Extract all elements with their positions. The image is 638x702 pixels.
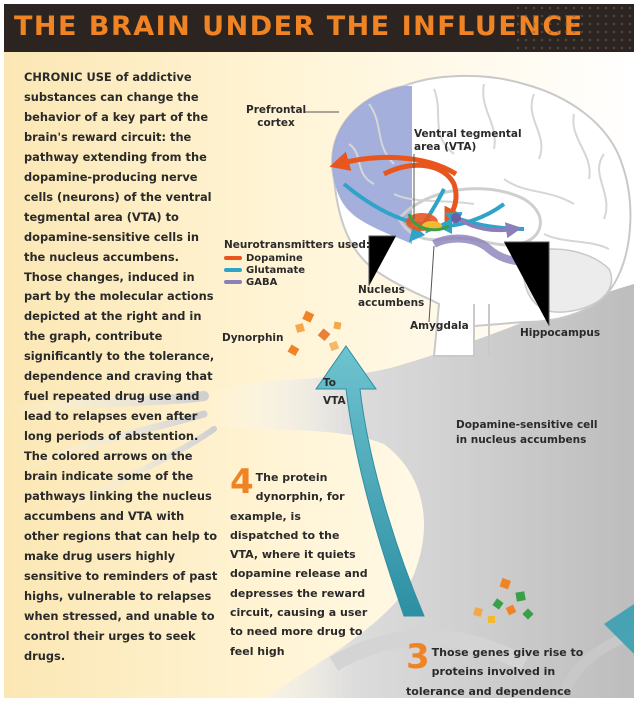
neurotransmitter-legend: Neurotransmitters used: Dopamine Glutama… bbox=[224, 238, 370, 288]
prefrontal-cortex-region bbox=[332, 86, 412, 244]
step-4-text: The protein dynorphin, for example, is d… bbox=[230, 471, 368, 658]
vta-line2: area (VTA) bbox=[414, 141, 477, 153]
prefrontal-line1: Prefrontal bbox=[246, 104, 307, 116]
brain-illustration bbox=[304, 75, 632, 357]
legend-label: Glutamate bbox=[246, 264, 306, 276]
step-4-callout: 4 The protein dynorphin, for example, is… bbox=[230, 462, 368, 659]
vta-line1: Ventral tegmental bbox=[414, 128, 522, 140]
legend-item-dopamine: Dopamine bbox=[224, 252, 370, 264]
protein-particles bbox=[473, 577, 534, 623]
legend-item-glutamate: Glutamate bbox=[224, 264, 370, 276]
neuron-cell bbox=[4, 284, 634, 698]
amygdala-pointer bbox=[428, 245, 435, 323]
title-bar: THE BRAIN UNDER THE INFLUENCE bbox=[4, 4, 634, 52]
nucleus-accumbens-label: Nucleus accumbens bbox=[358, 284, 424, 310]
legend-item-gaba: GABA bbox=[224, 276, 370, 288]
step-3-number: 3 bbox=[406, 637, 430, 677]
gaba-swatch bbox=[224, 280, 242, 284]
step-3-callout: 3 Those genes give rise to proteins invo… bbox=[406, 637, 586, 698]
incoming-arrow bbox=[604, 604, 634, 654]
nucleus-line2: accumbens bbox=[358, 297, 425, 309]
to-vta-arrow bbox=[315, 345, 425, 617]
amygdala-label: Amygdala bbox=[410, 320, 469, 332]
legend-label: Dopamine bbox=[246, 252, 303, 264]
step-4-number: 4 bbox=[230, 462, 254, 502]
prefrontal-cortex-label: Prefrontal cortex bbox=[246, 104, 306, 130]
legend-title: Neurotransmitters used: bbox=[224, 239, 371, 251]
page-title: THE BRAIN UNDER THE INFLUENCE bbox=[14, 11, 584, 42]
infographic-page: THE BRAIN UNDER THE INFLUENCE bbox=[4, 4, 634, 698]
dynorphin-label: Dynorphin bbox=[222, 332, 284, 344]
nucleus-pointer bbox=[368, 235, 396, 286]
illustration bbox=[4, 75, 634, 698]
step-3-text: Those genes give rise to proteins involv… bbox=[406, 646, 584, 698]
dynorphin-particles bbox=[287, 310, 342, 356]
to-vta-line2: VTA bbox=[323, 395, 346, 407]
nucleus-line1: Nucleus bbox=[358, 284, 405, 296]
glutamate-swatch bbox=[224, 268, 242, 272]
hippocampus-label: Hippocampus bbox=[520, 327, 601, 339]
to-vta-label: To VTA bbox=[323, 374, 346, 410]
prefrontal-line2: cortex bbox=[257, 117, 295, 129]
legend-label: GABA bbox=[246, 276, 278, 288]
intro-paragraph: CHRONIC USE of addictive substances can … bbox=[24, 70, 218, 663]
hippocampus-pointer bbox=[504, 241, 550, 326]
dopamine-cell-line2: in nucleus accumbens bbox=[456, 434, 587, 446]
vta-label: Ventral tegmental area (VTA) bbox=[414, 128, 522, 154]
title-dot-pattern bbox=[514, 4, 634, 52]
to-vta-line1: To bbox=[323, 377, 336, 389]
dopamine-cell-label: Dopamine-sensitive cell in nucleus accum… bbox=[456, 418, 598, 448]
dopamine-cell-line1: Dopamine-sensitive cell bbox=[456, 419, 598, 431]
dopamine-swatch bbox=[224, 256, 242, 260]
